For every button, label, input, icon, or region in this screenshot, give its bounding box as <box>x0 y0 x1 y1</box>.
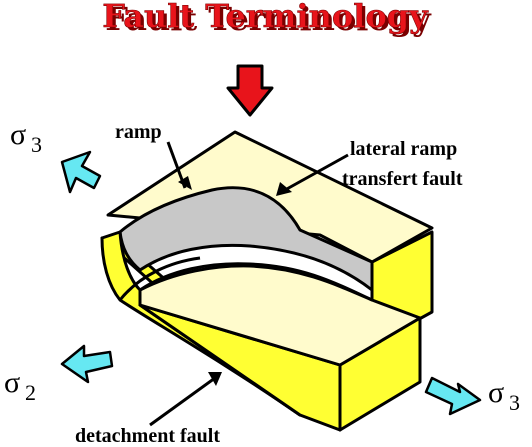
detachment-fault-label: detachment fault <box>75 425 220 447</box>
sigma2-symbol: σ <box>4 366 20 399</box>
title-group: Fault Terminology Fault Terminology <box>102 0 432 38</box>
sigma3-right-symbol: σ <box>488 376 504 409</box>
hangingwall-block <box>100 230 422 432</box>
label-pointers <box>149 141 349 427</box>
lateral-ramp-pointer <box>284 153 349 192</box>
ramp-label: ramp <box>115 121 162 143</box>
sigma3-right-label: σ 3 <box>488 376 520 415</box>
sigma2-subscript: 2 <box>25 380 36 405</box>
sigma2-label: σ 2 <box>4 366 36 405</box>
transfert-fault-label: transfert fault <box>342 168 463 190</box>
sigma3-left-arrow-icon <box>60 150 102 194</box>
lateral-ramp-label: lateral ramp <box>350 138 457 160</box>
compression-arrow-icon <box>226 64 274 117</box>
sigma3-left-label: σ 3 <box>10 118 42 157</box>
title-text: Fault Terminology <box>102 0 429 35</box>
sigma2-arrow-icon <box>60 344 114 384</box>
ramp-surface <box>118 186 374 292</box>
sigma3-left-subscript: 3 <box>31 132 42 157</box>
sigma3-right-arrow-icon <box>424 376 482 416</box>
title-shadow: Fault Terminology <box>105 0 432 38</box>
detachment-pointer <box>149 376 216 427</box>
sigma3-left-symbol: σ <box>10 118 26 151</box>
sigma3-right-subscript: 3 <box>509 390 520 415</box>
